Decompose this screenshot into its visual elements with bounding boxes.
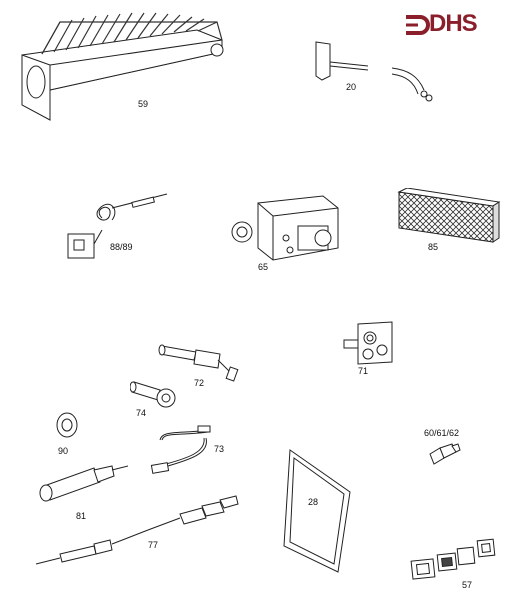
part-label-28: 28 bbox=[308, 497, 319, 507]
thermostat-bulb-icon bbox=[67, 193, 168, 259]
part-label-90: 90 bbox=[58, 446, 69, 456]
part-label-74: 74 bbox=[136, 408, 147, 418]
part-label-71: 71 bbox=[358, 366, 369, 376]
part-label-60-61-62: 60/61/62 bbox=[424, 428, 460, 438]
thermocouple-icon bbox=[35, 495, 239, 565]
part-label-77: 77 bbox=[148, 540, 159, 550]
injector-nozzle-icon bbox=[429, 443, 461, 465]
part-label-81: 81 bbox=[76, 511, 87, 521]
dhs-logo-text: DHS bbox=[429, 10, 478, 37]
part-label-59: 59 bbox=[138, 99, 149, 109]
part-label-73: 73 bbox=[214, 444, 225, 454]
part-label-20: 20 bbox=[346, 82, 357, 92]
gasket-set-icon bbox=[410, 538, 496, 580]
insulation-panel-icon bbox=[397, 188, 501, 243]
injector-sleeve-icon bbox=[130, 381, 176, 408]
part-label-72: 72 bbox=[194, 378, 205, 388]
door-gasket-icon bbox=[283, 449, 351, 573]
part-label-85: 85 bbox=[428, 242, 439, 252]
part-label-88-89: 88/89 bbox=[110, 242, 133, 252]
ignition-electrode-icon bbox=[158, 344, 239, 382]
cable-lead-icon bbox=[150, 425, 211, 474]
part-label-57: 57 bbox=[462, 580, 473, 590]
electrode-lead-icon bbox=[315, 41, 433, 102]
dhs-logo-mark-icon bbox=[406, 15, 430, 35]
gas-valve-icon bbox=[231, 195, 339, 261]
dhs-logo: DHS bbox=[404, 10, 502, 38]
burner-bar-assembly-icon bbox=[21, 12, 224, 121]
part-label-65: 65 bbox=[258, 262, 269, 272]
sight-glass-icon bbox=[56, 412, 78, 438]
pilot-bracket-icon bbox=[343, 321, 393, 365]
flame-sensor-icon bbox=[39, 465, 129, 502]
